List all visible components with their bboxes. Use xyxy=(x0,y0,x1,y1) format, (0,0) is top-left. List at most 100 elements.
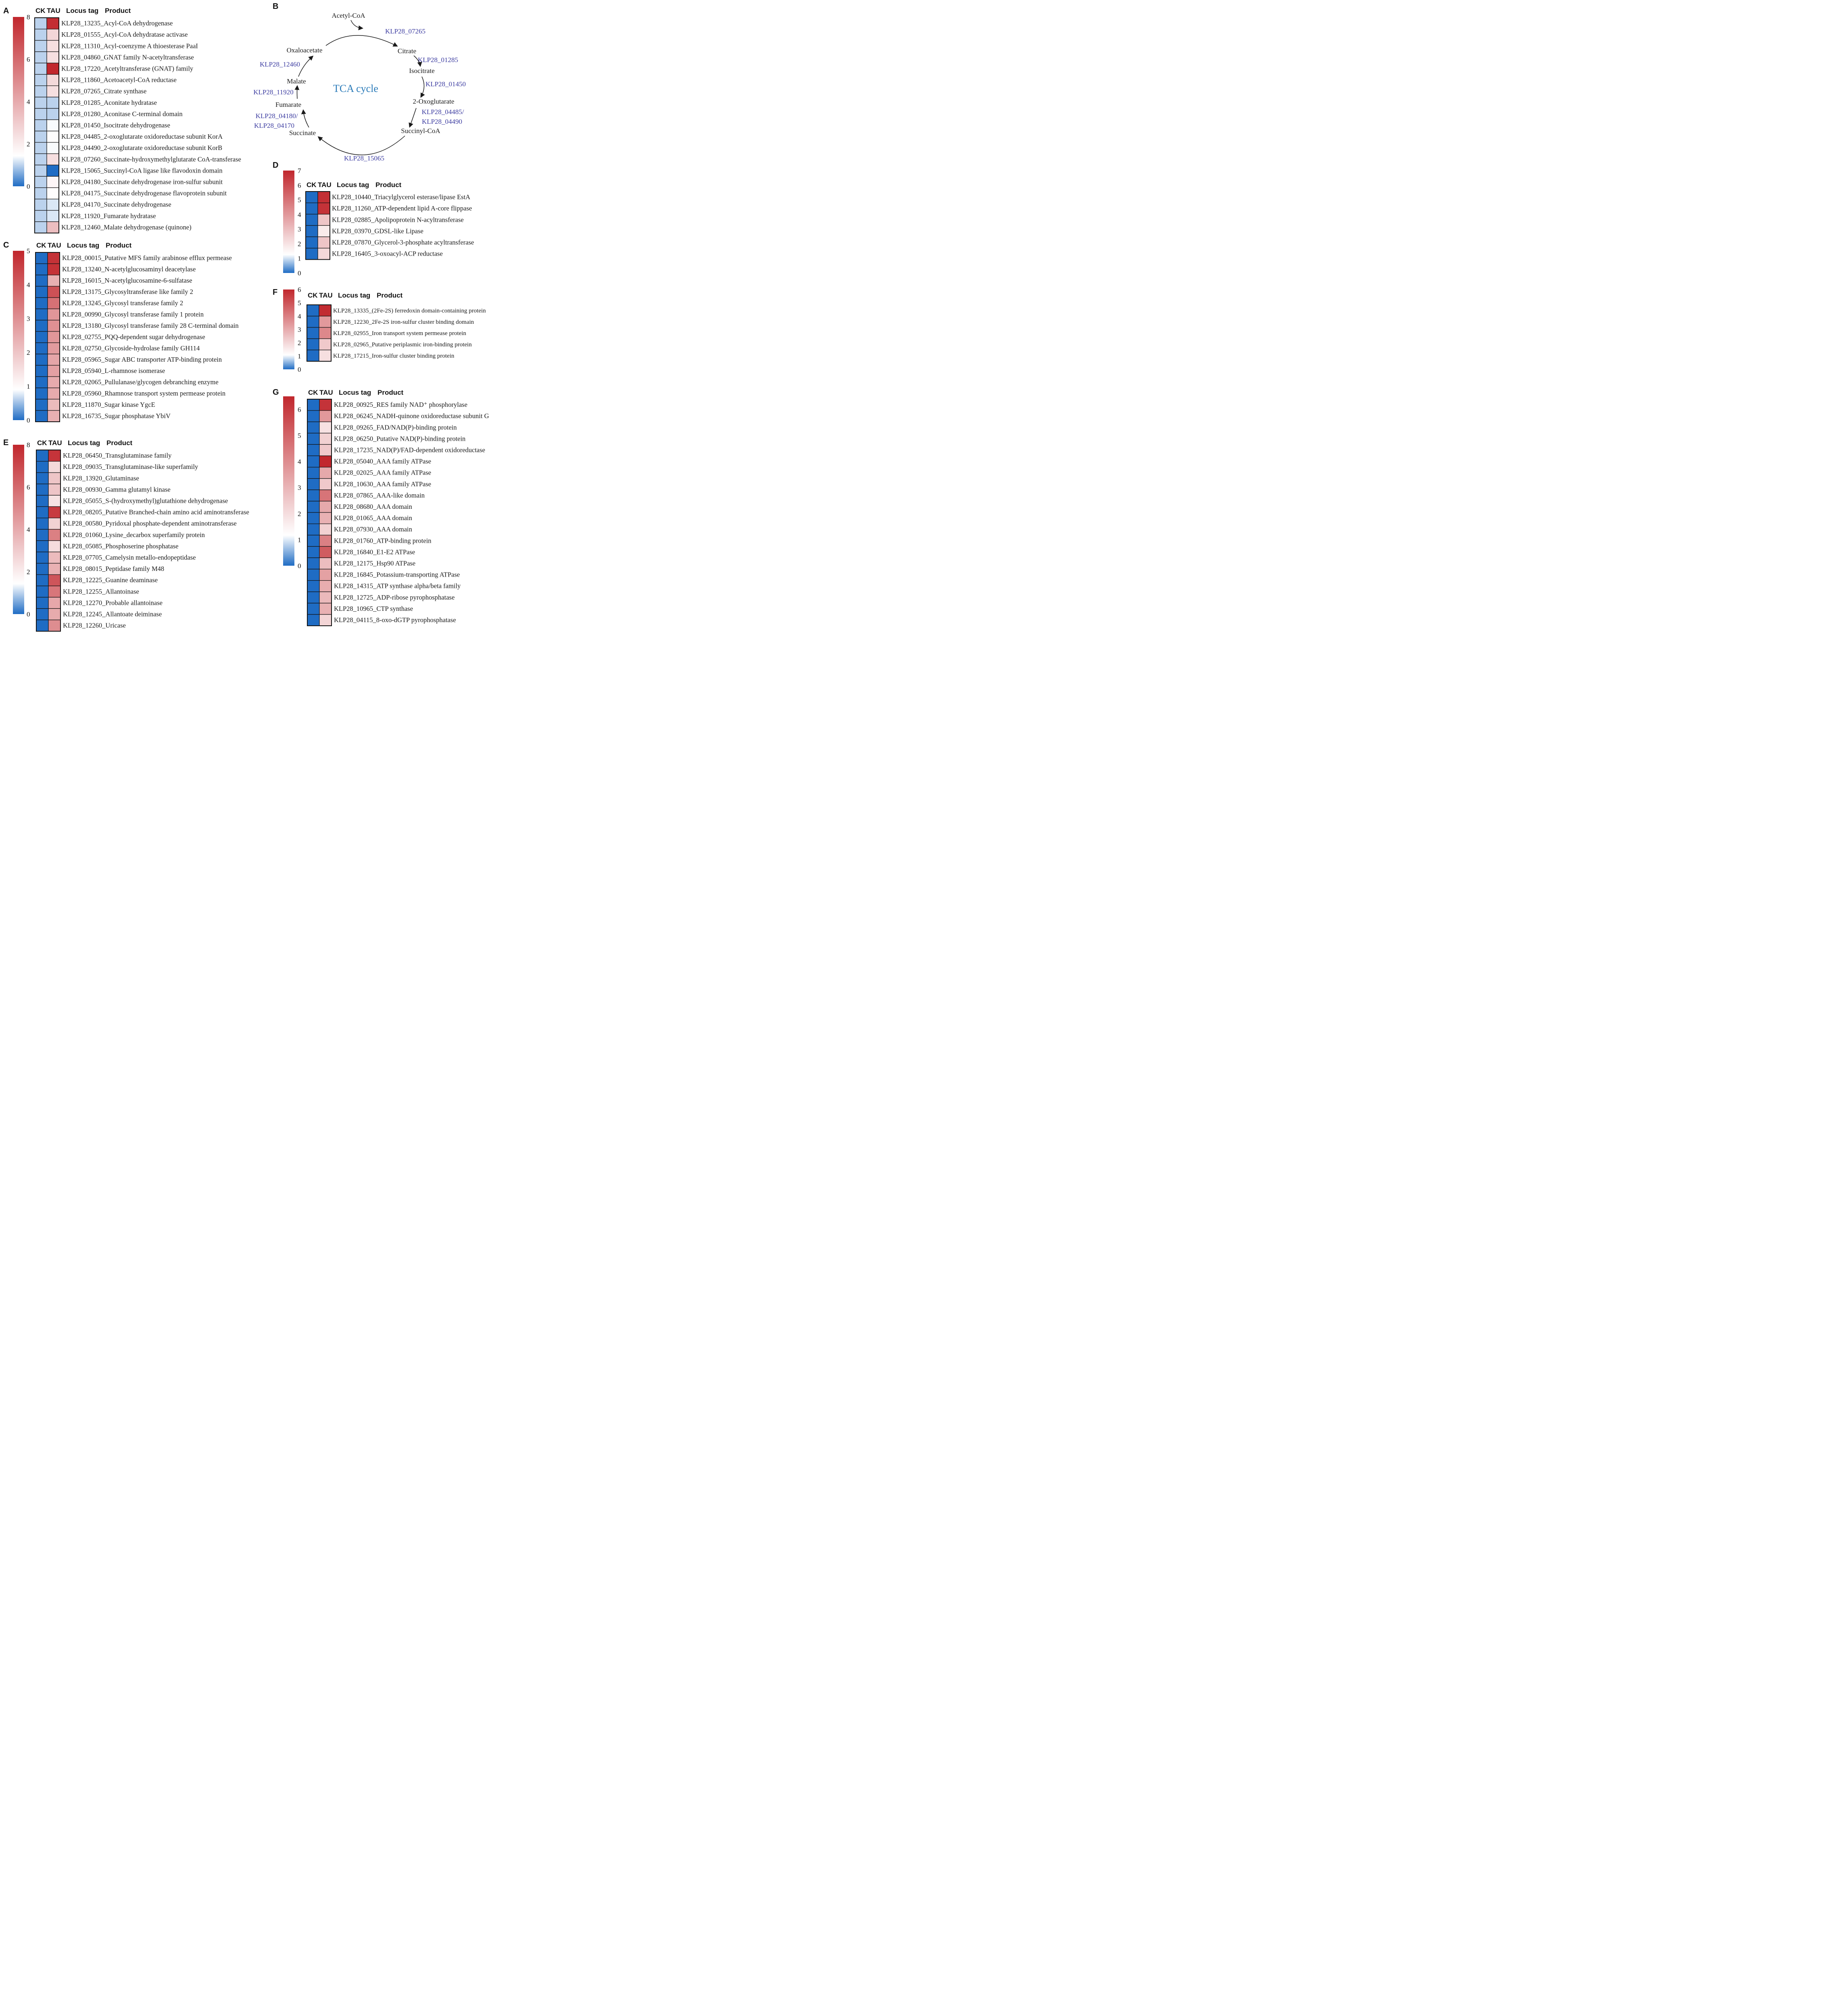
row-label: KLP28_17215_Iron-sulfur cluster binding … xyxy=(333,353,455,359)
heatmap-cell-ck xyxy=(36,529,49,541)
heatmap-cell-tau xyxy=(48,483,61,496)
row-label: KLP28_13245_Glycosyl transferase family … xyxy=(62,299,183,307)
row-label: KLP28_07865_AAA-like domain xyxy=(334,492,425,499)
colorbar-tick-label: 2 xyxy=(27,568,30,576)
heatmap-cell-ck xyxy=(307,489,320,502)
heatmap-cell-ck xyxy=(305,214,318,226)
heatmap-cell-ck xyxy=(307,467,320,479)
heatmap-cell-tau xyxy=(46,210,59,222)
row-label: KLP28_05085_Phosphoserine phosphatase xyxy=(63,542,178,550)
row-label: KLP28_06450_Transglutaminase family xyxy=(63,452,172,459)
header-product: Product xyxy=(105,7,131,15)
row-label: KLP28_12460_Malate dehydrogenase (quinon… xyxy=(61,223,192,231)
colorbar-tick-label: 3 xyxy=(298,326,301,333)
colorbar-tick-label: 0 xyxy=(298,562,301,570)
column-header-ck: CK xyxy=(308,389,318,396)
row-label: KLP28_05940_L-rhamnose isomerase xyxy=(62,367,165,375)
heatmap-cell-ck xyxy=(307,350,319,362)
heatmap-cell-tau xyxy=(319,489,332,502)
heatmap-cell-ck xyxy=(34,187,47,200)
heatmap-cell-ck xyxy=(307,546,320,558)
row-label: KLP28_04485_2-oxoglutarate oxidoreductas… xyxy=(61,133,223,140)
heatmap-cell-ck xyxy=(36,552,49,564)
row-label: KLP28_17220_Acetyltransferase (GNAT) fam… xyxy=(61,65,194,73)
heatmap-cell-tau xyxy=(319,501,332,513)
heatmap-cell-tau xyxy=(48,450,61,462)
panel-letter: D xyxy=(273,161,278,170)
row-label: KLP28_02025_AAA family ATPase xyxy=(334,469,431,477)
colorbar-tick-label: 3 xyxy=(27,315,30,323)
column-header-ck: CK xyxy=(308,292,318,299)
enzyme-label: KLP28_04490 xyxy=(422,118,462,125)
header-product: Product xyxy=(375,181,402,189)
heatmap-cell-tau xyxy=(319,591,332,604)
enzyme-label: KLP28_07265 xyxy=(385,27,425,35)
heatmap-border xyxy=(35,252,60,422)
heatmap-cell-tau xyxy=(48,461,61,473)
heatmap-cell-ck xyxy=(307,512,320,524)
heatmap-cell-tau xyxy=(319,455,332,468)
pathway-arrow xyxy=(298,56,314,77)
row-label: KLP28_07260_Succinate-hydroxymethylgluta… xyxy=(61,155,241,163)
heatmap-cell-ck xyxy=(34,51,47,64)
enzyme-label: KLP28_04170 xyxy=(254,122,294,129)
colorbar-tick-label: 4 xyxy=(298,312,301,320)
row-label: KLP28_13920_Glutaminase xyxy=(63,474,139,482)
heatmap-cell-tau xyxy=(47,320,60,332)
heatmap-cell-tau xyxy=(48,552,61,564)
heatmap-cell-ck xyxy=(35,387,48,400)
heatmap-cell-tau xyxy=(317,225,330,237)
heatmap-cell-ck xyxy=(36,574,49,586)
heatmap-cell-ck xyxy=(305,191,318,203)
heatmap-cell-tau xyxy=(47,331,60,343)
row-label: KLP28_00925_RES family NAD⁺ phosphorylas… xyxy=(334,401,467,408)
column-header-ck: CK xyxy=(37,439,47,447)
tca-title: TCA cycle xyxy=(333,83,378,94)
colorbar-tick-label: 5 xyxy=(298,432,301,439)
heatmap-cell-tau xyxy=(317,191,330,203)
row-label: KLP28_02885_Apolipoprotein N-acyltransfe… xyxy=(332,216,464,223)
heatmap-border xyxy=(36,450,61,632)
heatmap-cell-ck xyxy=(307,338,319,350)
pathway-arrow xyxy=(317,135,405,155)
heatmap-cell-ck xyxy=(36,506,49,519)
row-label: KLP28_02750_Glycoside-hydrolase family G… xyxy=(62,344,200,352)
row-label: KLP28_13175_Glycosyltransferase like fam… xyxy=(62,288,193,296)
heatmap-cell-ck xyxy=(34,210,47,222)
heatmap-cell-tau xyxy=(48,529,61,541)
heatmap-cell-tau xyxy=(47,387,60,400)
colorbar-tick-label: 6 xyxy=(27,483,30,491)
row-label: KLP28_12230_2Fe-2S iron-sulfur cluster b… xyxy=(333,319,474,325)
metabolite-label: Fumarate xyxy=(275,101,301,108)
row-label: KLP28_13180_Glycosyl transferase family … xyxy=(62,322,239,329)
heatmap-cell-tau xyxy=(46,74,59,86)
row-label: KLP28_10440_Triacylglycerol esterase/lip… xyxy=(332,193,470,201)
heatmap-cell-ck xyxy=(34,29,47,41)
heatmap-cell-ck xyxy=(34,85,47,98)
pathway-arrow xyxy=(413,55,422,67)
row-label: KLP28_16405_3-oxoacyl-ACP reductase xyxy=(332,250,443,258)
row-label: KLP28_06250_Putative NAD(P)-binding prot… xyxy=(334,435,465,442)
row-label: KLP28_02755_PQQ-dependent sugar dehydrog… xyxy=(62,333,205,341)
heatmap-cell-tau xyxy=(46,165,59,177)
heatmap-cell-tau xyxy=(47,252,60,264)
colorbar-tick-label: 0 xyxy=(27,183,30,190)
heatmap-cell-ck xyxy=(307,603,320,615)
heatmap-cell-ck xyxy=(34,176,47,188)
heatmap-cell-ck xyxy=(36,450,49,462)
column-header-tau: TAU xyxy=(319,292,333,299)
heatmap-cell-tau xyxy=(46,153,59,165)
row-label: KLP28_05055_S-(hydroxymethyl)glutathione… xyxy=(63,497,228,505)
heatmap-cell-ck xyxy=(35,308,48,321)
heatmap-cell-ck xyxy=(36,495,49,507)
heatmap-border xyxy=(305,191,330,260)
heatmap-cell-ck xyxy=(34,131,47,143)
heatmap-cell-ck xyxy=(307,327,319,339)
heatmap-cell-ck xyxy=(307,304,319,317)
